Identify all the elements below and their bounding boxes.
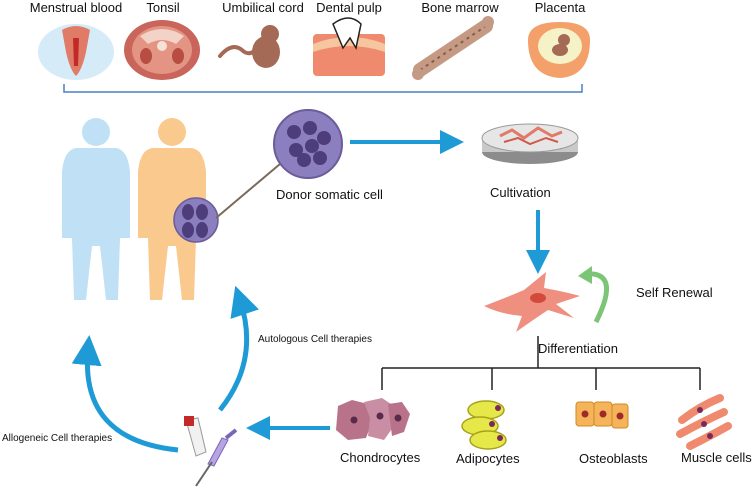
donor-cell-zoom xyxy=(173,109,343,243)
allogeneic-arrow xyxy=(71,335,179,453)
source-label-bone-marrow: Bone marrow xyxy=(421,0,499,15)
petri-dish-icon xyxy=(481,123,579,164)
cell-label-muscle-cells: Muscle cells xyxy=(681,450,752,465)
cell-label-adipocytes: Adipocytes xyxy=(456,451,520,466)
differentiation-tree xyxy=(381,336,701,390)
cell-label-osteoblasts: Osteoblasts xyxy=(579,451,648,466)
placenta-icon xyxy=(528,22,590,78)
differentiation-label: Differentiation xyxy=(538,341,618,356)
autologous-arrow xyxy=(218,285,259,412)
uterus-icon xyxy=(38,24,114,80)
cell-label-chondrocytes: Chondrocytes xyxy=(340,450,421,465)
self-renewal-arrowhead xyxy=(578,266,592,284)
source-label-placenta: Placenta xyxy=(534,0,586,15)
self-renewal-label: Self Renewal xyxy=(636,285,713,300)
donor-cell-label: Donor somatic cell xyxy=(276,187,383,202)
source-label-menstrual-blood: Menstrual blood xyxy=(29,0,123,15)
allogeneic-label: Allogeneic Cell therapies xyxy=(2,433,113,444)
umbilical-cord-icon xyxy=(218,25,280,68)
osteoblast-cells-icon xyxy=(575,401,629,429)
patient-figure xyxy=(62,118,130,300)
bone-icon xyxy=(412,16,494,80)
tooth-icon xyxy=(313,17,385,76)
cultivation-label: Cultivation xyxy=(490,185,551,200)
source-label-tonsil: Tonsil xyxy=(146,0,180,15)
source-bracket xyxy=(63,84,583,93)
source-label-umbilical-cord: Umbilical cord xyxy=(222,0,304,15)
donor-figure xyxy=(138,118,206,300)
source-label-dental-pulp: Dental pulp xyxy=(316,0,382,15)
autologous-label: Autologous Cell therapies xyxy=(258,334,372,345)
chondrocyte-cells-icon xyxy=(336,398,410,440)
tonsil-icon xyxy=(124,20,200,80)
stem-cell-icon xyxy=(484,272,580,332)
adipocyte-cells-icon xyxy=(461,400,507,450)
syringe-icon xyxy=(184,416,238,487)
muscle-cells-icon xyxy=(676,394,732,450)
